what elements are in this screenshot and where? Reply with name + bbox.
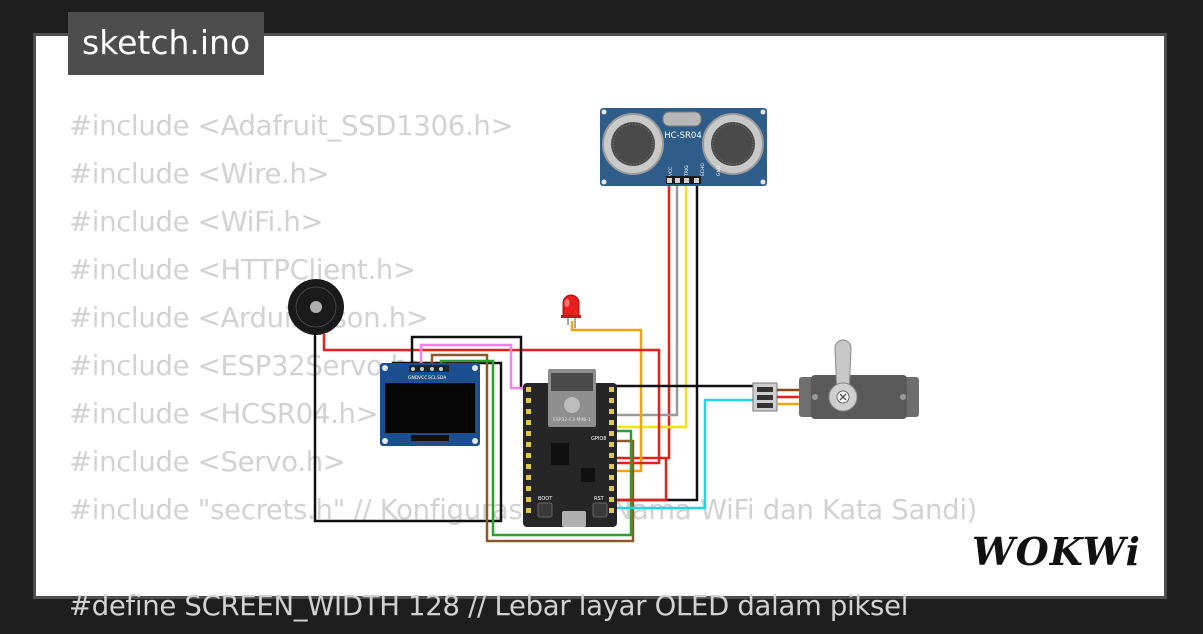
wire-green-oled[interactable] [439, 359, 633, 537]
usb-port [562, 511, 586, 527]
esp32-chip-label: ESP32-C3-MINI-1 [553, 417, 591, 423]
wire-cyan-servo[interactable] [615, 398, 755, 510]
servo-icon[interactable] [752, 339, 919, 419]
sensor-hole [760, 179, 766, 185]
esp32-pin-row-right [609, 387, 614, 513]
esp32-board[interactable]: ESP32-C3-MINI-1 GPIO8 BOOT RST [523, 369, 617, 527]
sensor-pin-label: GND [716, 165, 722, 176]
led-icon[interactable] [561, 294, 581, 328]
wire-black-sensor-gnd[interactable] [615, 185, 699, 502]
rst-label: RST [594, 496, 605, 502]
rst-button[interactable] [592, 502, 608, 518]
buzzer-icon[interactable] [288, 279, 344, 343]
esp32-pin-row-left [526, 387, 531, 513]
esp32-gpio-label: GPIO8 [591, 436, 606, 442]
code-line: #define SCREEN_WIDTH 128 // Lebar layar … [69, 590, 909, 622]
code-line: #include <Adafruit_SSD1306.h> [69, 110, 514, 142]
sensor-pin-label: VCC [668, 167, 674, 176]
wire-yellow-sensor-echo[interactable] [615, 185, 688, 429]
sensor-hole [601, 109, 607, 115]
wire-pink-oled-vcc[interactable] [419, 343, 531, 390]
sensor-pin-label: TRIG [684, 165, 690, 177]
window-title: sketch.ino [68, 12, 265, 75]
sensor-label: HC-SR04 [664, 131, 702, 141]
wire-brown-oled[interactable] [430, 353, 635, 543]
boot-button[interactable] [537, 502, 553, 518]
oled-pin-label: SDA [437, 375, 447, 381]
sensor-pin-label: ECHO [700, 163, 706, 176]
wokwi-logo[interactable]: WOKWi [972, 529, 1141, 574]
circuit-diagram: HC-SR04 VCC TRIG ECHO GND [288, 108, 919, 543]
oled-pin-label: GND [408, 375, 419, 381]
boot-label: BOOT [538, 496, 553, 502]
oled-screen [385, 383, 475, 433]
sensor-hole [760, 109, 766, 115]
wire-red-buzzer[interactable] [322, 335, 661, 465]
wire-group [313, 185, 755, 543]
oled-pin-label: VCC [418, 375, 427, 381]
code-line: #include <HCSR04.h> [69, 398, 379, 430]
ultrasonic-sensor[interactable]: HC-SR04 VCC TRIG ECHO GND [600, 108, 767, 186]
code-canvas: #include <Adafruit_SSD1306.h> #include <… [33, 33, 1167, 622]
oled-pin-label: SCL [428, 375, 437, 381]
code-line: #include <WiFi.h> [69, 206, 324, 238]
oled-display[interactable]: GND VCC SCL SDA [380, 363, 480, 446]
sensor-hole [601, 179, 607, 185]
code-line: #include <Wire.h> [69, 158, 330, 190]
wire-gray-sensor-trig[interactable] [523, 185, 679, 417]
code-line: #include <Servo.h> [69, 446, 346, 478]
